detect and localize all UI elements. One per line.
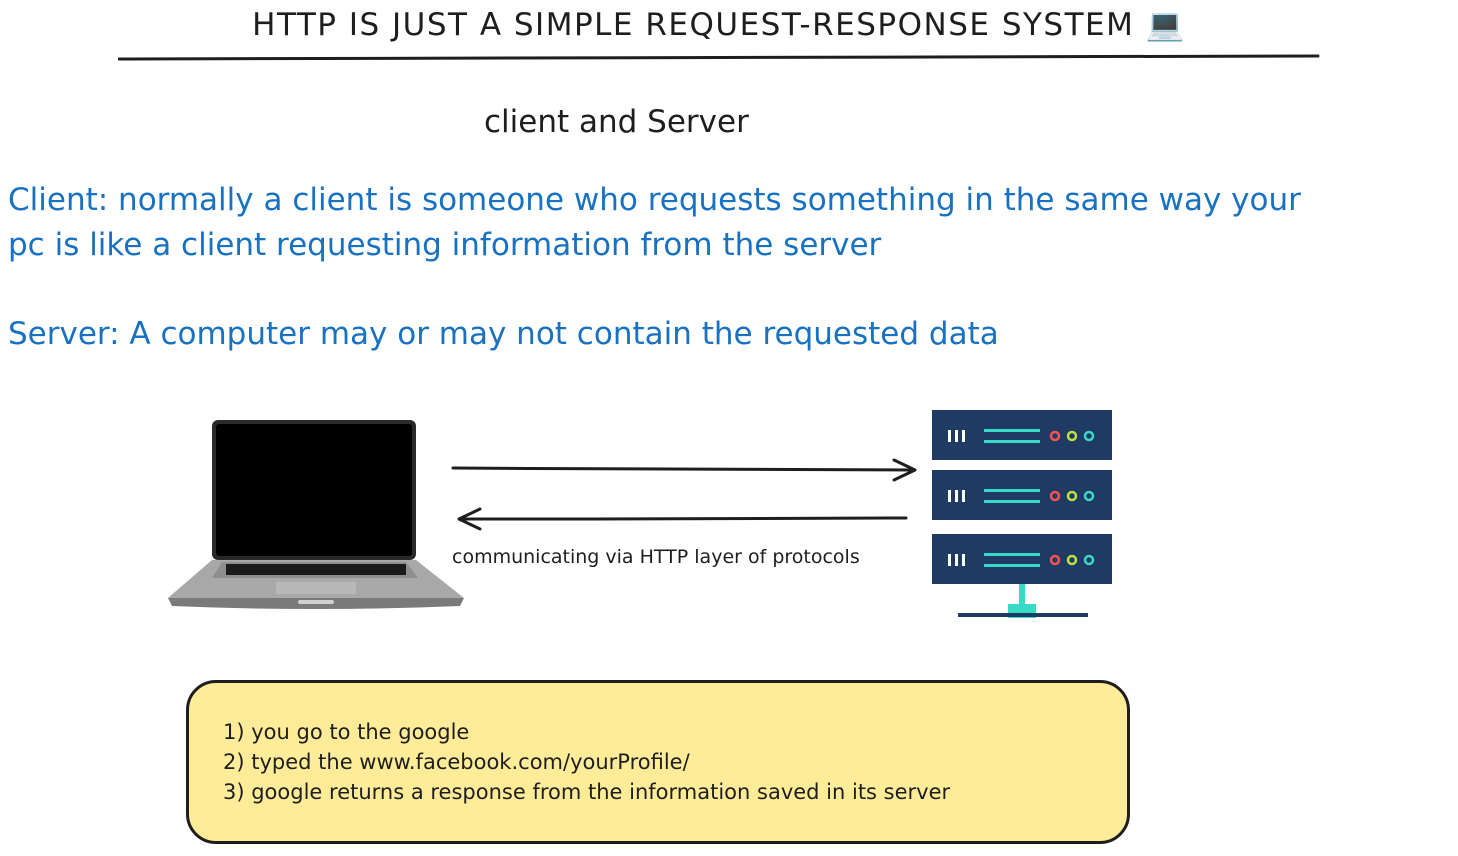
client-definition-line-1: Client: normally a client is someone who… bbox=[8, 182, 1301, 218]
title-underline bbox=[118, 54, 1320, 61]
http-arrows bbox=[451, 458, 917, 531]
page-title: HTTP IS JUST A SIMPLE REQUEST-RESPONSE S… bbox=[120, 6, 1318, 43]
client-definition-line-2: pc is like a client requesting informati… bbox=[8, 227, 882, 263]
laptop-icon bbox=[168, 420, 464, 609]
step-item: 2) typed the www.facebook.com/yourProfil… bbox=[223, 750, 690, 774]
steps-note: 1) you go to the google 2) typed the www… bbox=[186, 680, 1130, 844]
response-arrow bbox=[457, 507, 908, 531]
client-definition: Client: normally a client is someone who… bbox=[8, 178, 1301, 268]
steps-list: 1) you go to the google 2) typed the www… bbox=[223, 717, 950, 807]
page-title-text: HTTP IS JUST A SIMPLE REQUEST-RESPONSE S… bbox=[252, 7, 1135, 43]
step-item: 3) google returns a response from the in… bbox=[223, 780, 951, 804]
server-unit-3 bbox=[932, 534, 1112, 584]
subtitle: client and Server bbox=[484, 104, 749, 140]
arrow-label: communicating via HTTP layer of protocol… bbox=[452, 546, 860, 568]
request-arrow bbox=[451, 458, 917, 482]
server-rack-icon bbox=[932, 410, 1112, 618]
server-stand bbox=[958, 584, 1088, 618]
laptop-emoji-icon: 💻 bbox=[1145, 7, 1186, 43]
server-unit-2 bbox=[932, 470, 1112, 520]
step-item: 1) you go to the google bbox=[223, 720, 470, 744]
server-unit-1 bbox=[932, 410, 1112, 460]
server-definition: Server: A computer may or may not contai… bbox=[8, 316, 999, 352]
